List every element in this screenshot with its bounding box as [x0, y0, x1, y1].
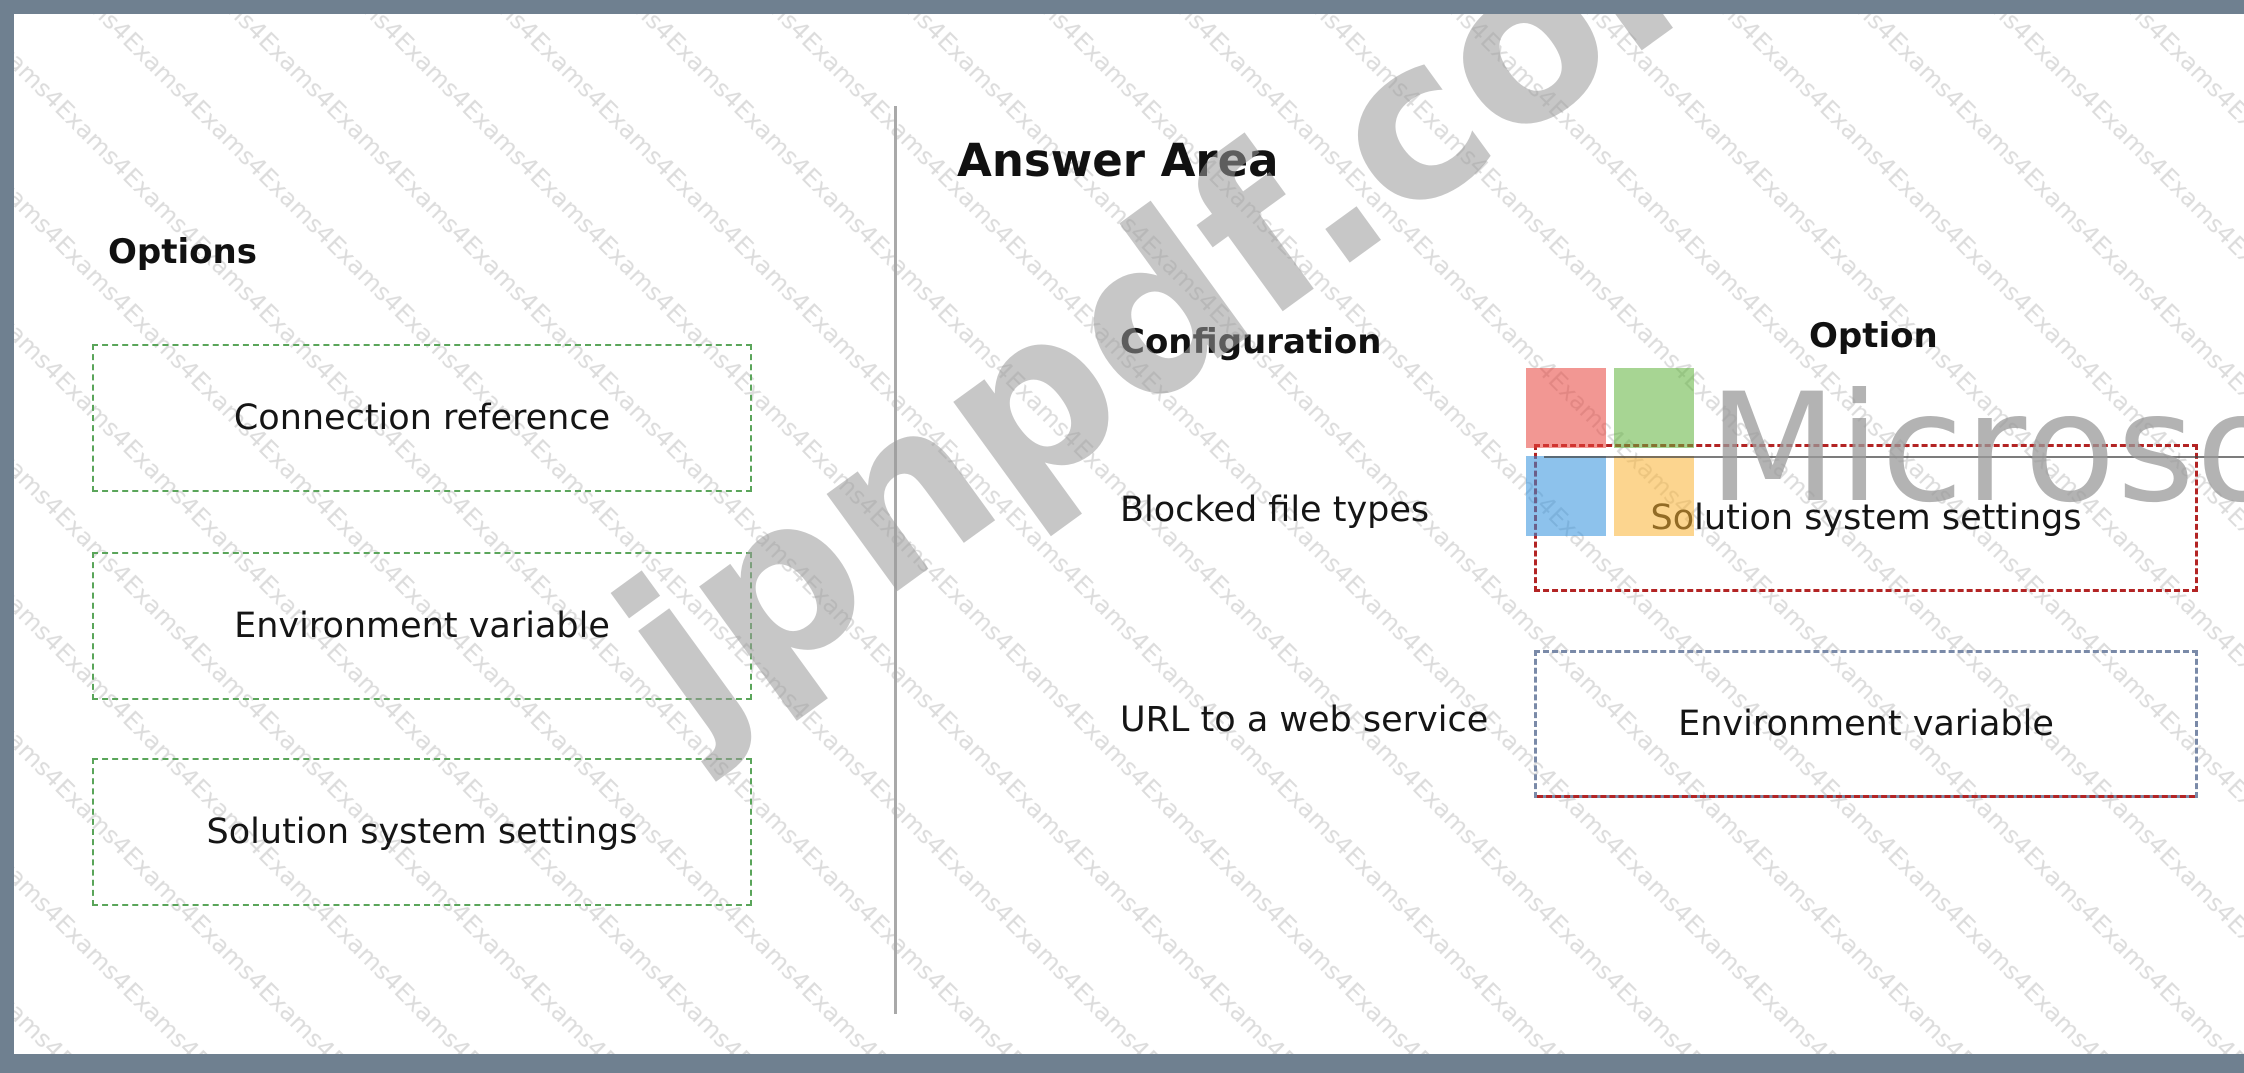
options-heading: Options [108, 232, 257, 272]
config-blocked-file-types: Blocked file types [1120, 490, 1430, 530]
logo-underline [1544, 456, 2244, 458]
option-connection-reference[interactable]: Connection reference [92, 344, 752, 492]
microsoft-logo-icon [1526, 368, 1698, 540]
option-column-header: Option [1809, 316, 1938, 356]
option-environment-variable[interactable]: Environment variable [92, 552, 752, 700]
configuration-column-header: Configuration [1120, 322, 1382, 362]
option-solution-system-settings[interactable]: Solution system settings [92, 758, 752, 906]
answer-area-heading: Answer Area [957, 134, 1279, 187]
panel-divider [894, 106, 897, 1014]
microsoft-watermark-text: Microsoft [1708, 362, 2244, 536]
config-url-web-service: URL to a web service [1120, 700, 1489, 740]
drag-drop-question-panel: Exams4Sure Options Connection reference … [14, 14, 2244, 1054]
answer-slot-url-web-service[interactable]: Environment variable [1534, 650, 2198, 798]
